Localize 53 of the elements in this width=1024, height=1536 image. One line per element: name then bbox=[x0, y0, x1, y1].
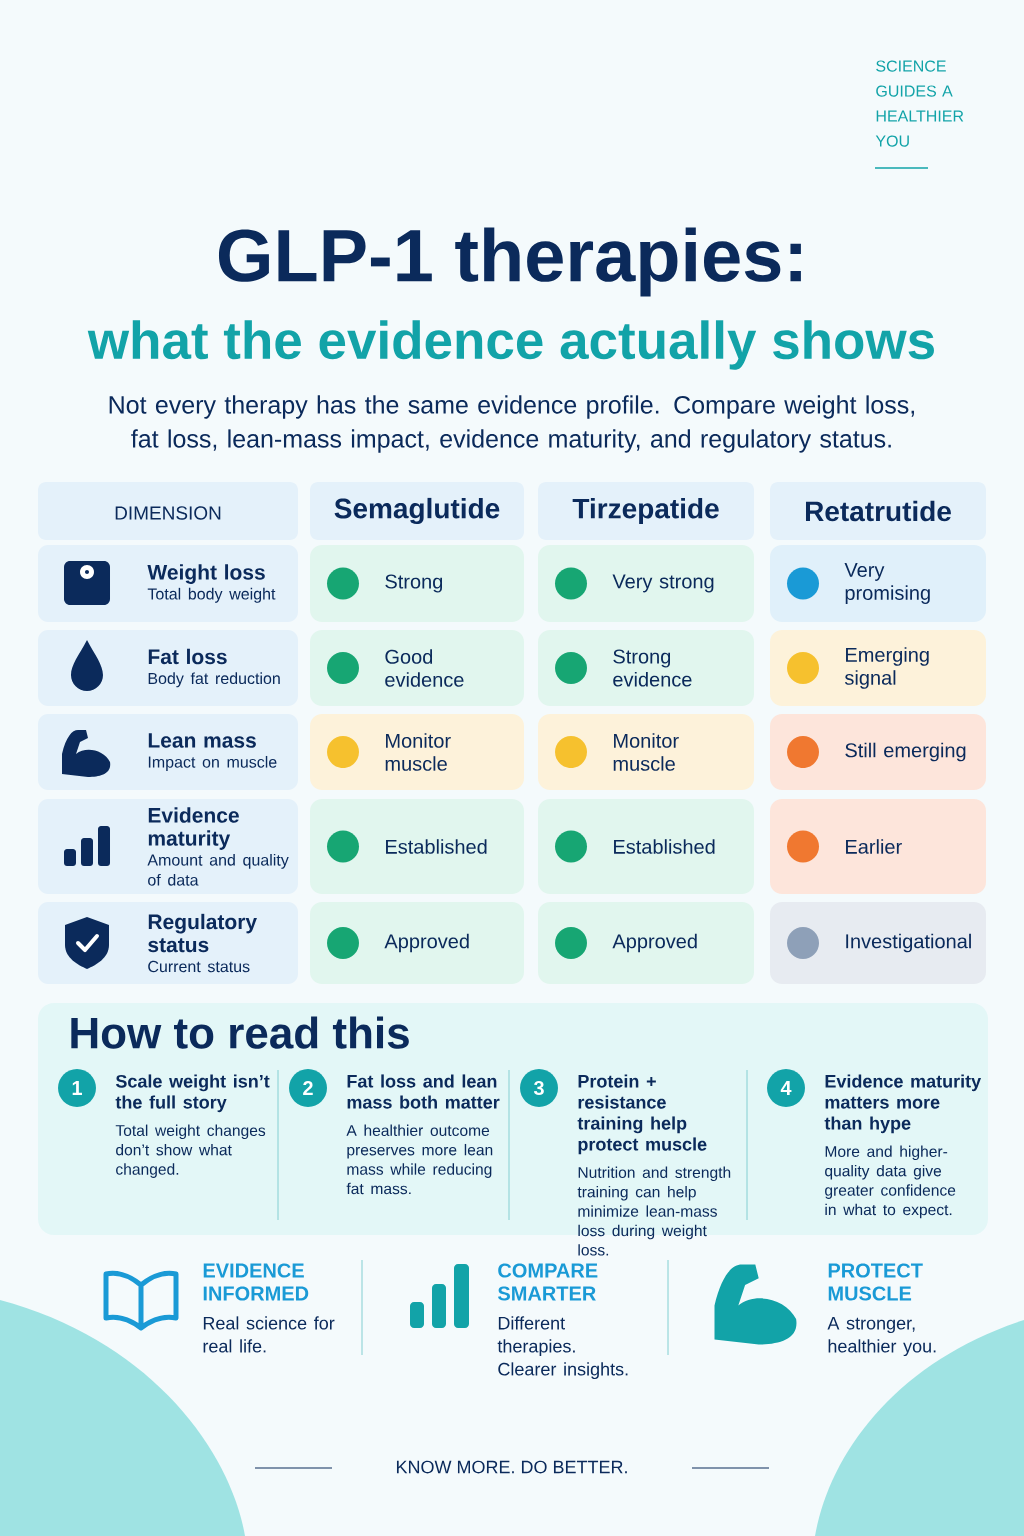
dimension-subtitle: Impact on muscle bbox=[148, 755, 277, 771]
header-cell: Semaglutide bbox=[310, 482, 524, 540]
dimension-title: Evidence maturity bbox=[148, 807, 239, 850]
feature-text: Different therapies. Clearer insights. bbox=[497, 1316, 628, 1380]
dimension-title: Lean mass bbox=[148, 733, 256, 748]
step-text: More and higher-quality data give greater confidence in what to expect. bbox=[825, 1145, 956, 1219]
status-cell: Established bbox=[538, 799, 754, 894]
step-number: 3 bbox=[520, 1069, 558, 1107]
status-cell: Good evidence bbox=[310, 630, 524, 706]
dimension-subtitle: Total body weight bbox=[147, 587, 276, 603]
status-cell: Approved bbox=[538, 902, 754, 984]
feature-heading: COMPARE SMARTER bbox=[497, 1263, 598, 1301]
header-cell: Tirzepatide bbox=[538, 482, 754, 540]
step-text: Total weight changes don’t show what changed. bbox=[115, 1124, 266, 1178]
status-cell: Strong bbox=[310, 545, 524, 622]
status-cell: Approved bbox=[310, 902, 524, 984]
subtitle: what the evidence actually shows bbox=[87, 320, 934, 370]
status-cell: Monitor muscle bbox=[538, 714, 754, 790]
status-cell: Strong evidence bbox=[538, 630, 754, 706]
step-number: 1 bbox=[58, 1069, 96, 1107]
status-cell: Very promising bbox=[770, 545, 986, 622]
step-number: 4 bbox=[767, 1069, 805, 1107]
status-cell: Earlier bbox=[770, 799, 986, 894]
status-cell: Established bbox=[310, 799, 524, 894]
step-heading: Evidence maturity matters more than hype bbox=[824, 1074, 981, 1134]
step-heading: Protein + resistance training help protect muscle bbox=[577, 1074, 707, 1155]
step-text: A healthier outcome preserves more lean mass while reducing fat mass. bbox=[346, 1124, 493, 1195]
dimension-subtitle: Body fat reduction bbox=[148, 672, 280, 688]
status-cell: Still emerging bbox=[770, 714, 986, 790]
dimension-subtitle: Amount and quality of data bbox=[147, 853, 289, 886]
feature-text: Real science for real life. bbox=[203, 1316, 335, 1353]
tagline: SCIENCE GUIDES A HEALTHIER YOU bbox=[875, 60, 964, 147]
section-heading: How to read this bbox=[71, 1016, 409, 1049]
status-cell: Very strong bbox=[538, 545, 754, 622]
title: GLP-1 therapies: bbox=[218, 227, 801, 297]
dimension-title: Weight loss bbox=[147, 564, 265, 584]
step-text: Nutrition and strength training can help minimize lean-mass loss during weight loss. bbox=[577, 1166, 731, 1256]
feature-heading: EVIDENCE INFORMED bbox=[203, 1263, 309, 1301]
status-cell: Emerging signal bbox=[770, 630, 986, 706]
step-heading: Scale weight isn’t the full story bbox=[115, 1074, 270, 1113]
dimension-title: Fat loss bbox=[148, 648, 227, 665]
dimension-subtitle: Current status bbox=[148, 960, 250, 973]
slogan: KNOW MORE. DO BETTER. bbox=[396, 1460, 627, 1474]
step-number: 2 bbox=[289, 1069, 327, 1107]
feature-text: A stronger, healthier you. bbox=[827, 1317, 936, 1357]
header-cell: DIMENSION bbox=[38, 482, 298, 540]
status-cell: Monitor muscle bbox=[310, 714, 524, 790]
intro-text: Not every therapy has the same evidence profile. Compare weight loss, fat loss, lean-mass impact, evidence maturity, and regulatory status. bbox=[109, 395, 914, 453]
status-cell: Investigational bbox=[770, 902, 986, 984]
dimension-title: Regulatory status bbox=[148, 913, 257, 953]
feature-heading: PROTECT MUSCLE bbox=[828, 1263, 923, 1301]
step-heading: Fat loss and lean mass both matter bbox=[347, 1074, 500, 1109]
header-cell: Retatrutide bbox=[770, 482, 986, 540]
